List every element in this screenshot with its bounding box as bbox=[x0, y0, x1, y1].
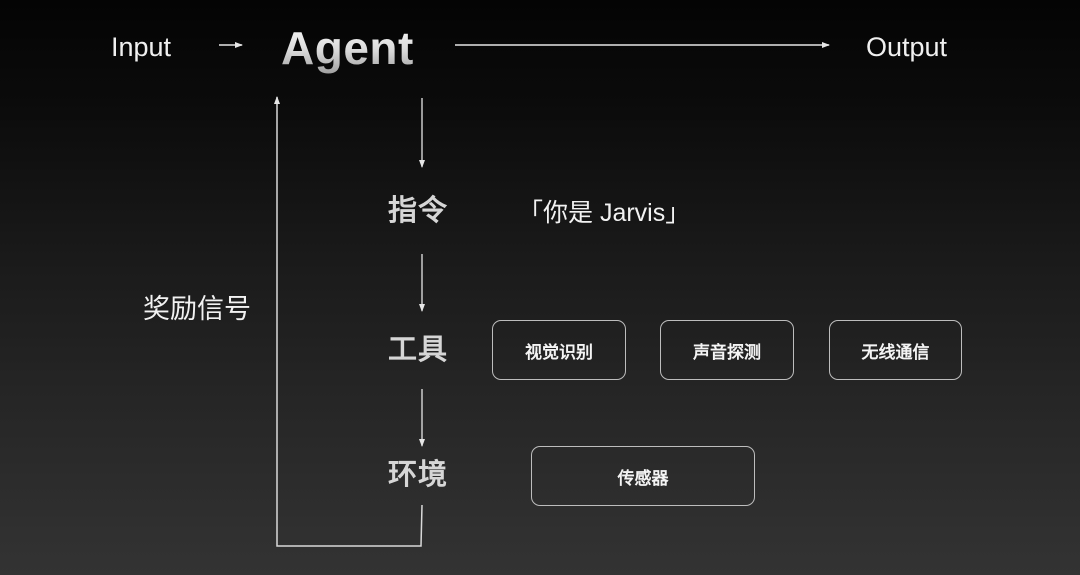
step-instruction-label: 指令 bbox=[388, 195, 449, 227]
output-label: Output bbox=[866, 32, 948, 62]
instruction-detail: 「你是 Jarvis」 bbox=[518, 199, 691, 227]
step-environment-label: 环境 bbox=[388, 459, 449, 491]
feedback-loop-line bbox=[274, 96, 423, 547]
environment-box-sensor: 传感器 bbox=[531, 446, 755, 506]
step-tools-label: 工具 bbox=[388, 334, 449, 366]
reward-signal-label: 奖励信号 bbox=[143, 294, 251, 324]
tool-box-audio: 声音探测 bbox=[660, 320, 794, 380]
tool-box-vision: 视觉识别 bbox=[492, 320, 626, 380]
tool-vision-label: 视觉识别 bbox=[525, 342, 593, 362]
tool-box-wireless: 无线通信 bbox=[829, 320, 962, 380]
tool-wireless-label: 无线通信 bbox=[861, 342, 930, 362]
sensor-label: 传感器 bbox=[617, 468, 669, 488]
tool-audio-label: 声音探测 bbox=[693, 342, 761, 362]
agent-title: Agent bbox=[281, 22, 414, 74]
input-label: Input bbox=[111, 32, 172, 62]
